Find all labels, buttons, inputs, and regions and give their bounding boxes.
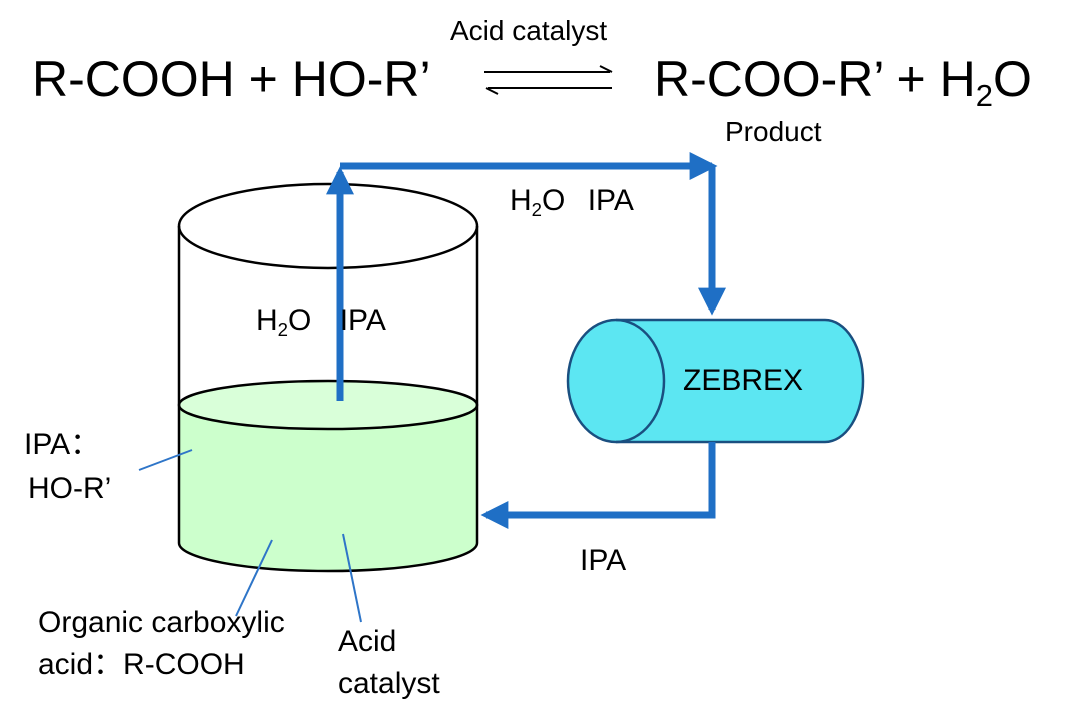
vessel-liquid-body [179,405,477,571]
ipa-leader-line [138,449,193,471]
vessel-vapor-water-o: O [288,304,312,337]
catalyst-condition-text: Acid catalyst [450,15,608,46]
vessel-vapor-water-h: H [256,304,278,337]
products-suffix: O [993,51,1032,107]
acid-component-label-line1: Organic carboxylic [38,606,285,639]
reaction-vessel [177,182,479,573]
vessel-top-rim [177,182,479,270]
acid-component-label-line2: acid：R-COOH [38,648,245,681]
membrane-cylinder-body [566,318,865,444]
membrane-label: ZEBREX [683,364,804,397]
equilibrium-arrows [484,65,613,95]
leader-lines [138,449,362,623]
vapor-top-label: H2O IPA [510,184,634,219]
vapor-top-water-h: H [510,184,532,217]
zebrex-membrane-unit [566,318,865,444]
return-flow-line [480,442,716,529]
ipa-component-label-line2: HO-R’ [28,472,112,505]
membrane-cylinder-end [615,318,666,444]
reverse-arrow-head [485,87,499,95]
acid-leader-line [235,539,273,617]
vessel-bottom-edge [177,542,479,573]
catalyst-component-label-line2: catalyst [338,667,440,700]
vapor-top-water-sub: 2 [531,198,543,220]
products-text: R-COO-R’ + H2O [654,51,1032,111]
water-subscript: 2 [975,77,994,113]
vessel-vapor-label: H2O IPA [256,304,386,339]
vessel-vapor-water-sub: 2 [277,318,289,340]
return-flow-label: IPA [580,544,627,577]
catalyst-component-label-line1: Acid [338,625,397,658]
vessel-liquid-surface [177,379,479,431]
flow-arrows [326,152,726,529]
products-prefix: R-COO-R’ + H [654,51,976,107]
product-label: Product [725,116,822,147]
vapor-top-water-o: O [542,184,566,217]
reactants-text: R-COOH + HO-R’ [32,51,431,107]
vessel-vapor-ipa: IPA [339,304,386,337]
catalyst-leader-line [342,533,362,623]
vapor-top-ipa: IPA [587,184,634,217]
forward-arrow-head [599,65,613,73]
ipa-component-label-line1: IPA： [24,428,101,461]
